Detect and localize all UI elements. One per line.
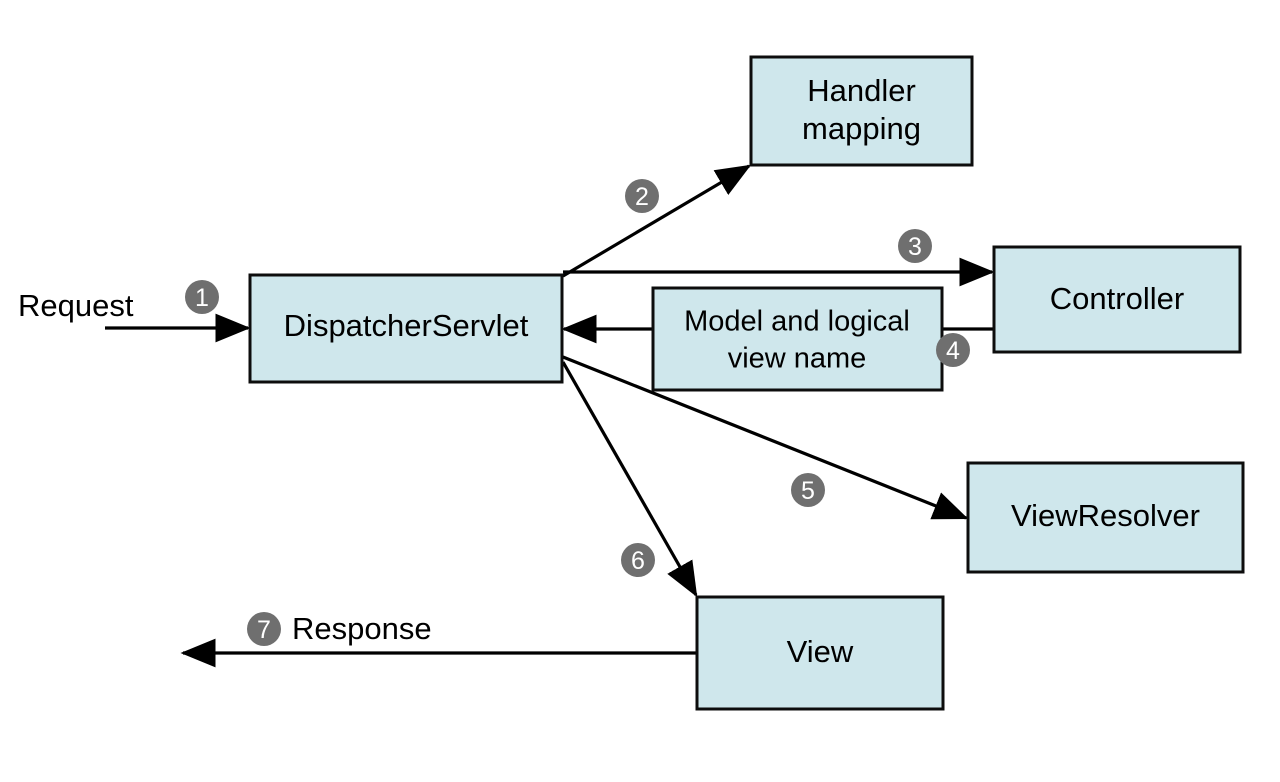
step-badge-5: 5 — [791, 473, 825, 507]
view-box[interactable] — [695, 595, 945, 711]
step-badge-7-circle — [247, 612, 281, 646]
step-badge-2-circle — [625, 179, 659, 213]
step-badge-5-number: 5 — [801, 477, 815, 505]
node-view[interactable]: View — [695, 595, 945, 711]
edge-dispatcher-to-view — [561, 361, 698, 598]
step-badge-2-number: 2 — [635, 183, 649, 211]
handler-mapping-label-line1: Handler — [807, 73, 916, 108]
model-and-view-label-line1: Model and logical — [684, 306, 910, 338]
step-badge-3-number: 3 — [908, 233, 922, 261]
step-badge-3: 3 — [898, 229, 932, 263]
view-label: View — [787, 634, 854, 669]
edge-dispatcher-to-view-resolver — [562, 355, 969, 520]
handler-mapping-label-line2: mapping — [802, 111, 921, 146]
step-badge-6-number: 6 — [631, 547, 645, 575]
dispatcher-servlet-label: DispatcherServlet — [284, 308, 529, 343]
step-badge-1-number: 1 — [195, 284, 209, 312]
step-badge-4-number: 4 — [946, 337, 960, 365]
step-badge-4-circle — [936, 333, 970, 367]
request-label: Request — [18, 288, 134, 323]
step-badge-7: 7 — [247, 612, 281, 646]
step-badge-2: 2 — [625, 179, 659, 213]
model-and-view-label-line2: view name — [728, 343, 867, 375]
view-resolver-box[interactable] — [966, 461, 1245, 574]
view-resolver-label: ViewResolver — [1011, 498, 1200, 533]
controller-label: Controller — [1050, 281, 1184, 316]
response-label: Response — [292, 611, 432, 646]
dispatcher-servlet-box[interactable] — [248, 273, 564, 384]
controller-box[interactable] — [992, 245, 1242, 354]
step-badge-4: 4 — [936, 333, 970, 367]
node-model-and-view[interactable]: Model and logical view name — [651, 286, 944, 392]
edge-dispatcher-to-handler-mapping — [562, 164, 752, 278]
step-badge-6: 6 — [621, 543, 655, 577]
step-badge-3-circle — [898, 229, 932, 263]
handler-mapping-box[interactable] — [749, 55, 974, 167]
node-dispatcher-servlet[interactable]: DispatcherServlet — [248, 273, 564, 384]
step-badge-7-number: 7 — [257, 616, 271, 644]
step-badge-1-circle — [185, 280, 219, 314]
step-badge-1: 1 — [185, 280, 219, 314]
step-badge-5-circle — [791, 473, 825, 507]
node-controller[interactable]: Controller — [992, 245, 1242, 354]
model-and-view-box[interactable] — [651, 286, 944, 392]
node-view-resolver[interactable]: ViewResolver — [966, 461, 1245, 574]
node-handler-mapping[interactable]: Handler mapping — [749, 55, 974, 167]
step-badge-6-circle — [621, 543, 655, 577]
